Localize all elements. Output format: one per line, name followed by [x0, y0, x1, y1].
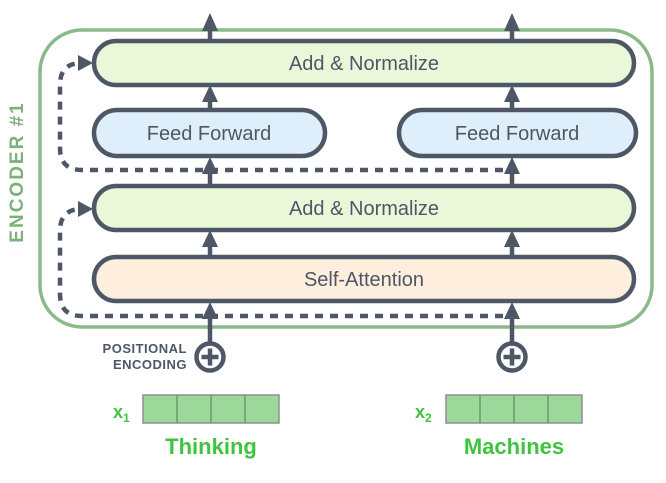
selfattn-to-addnorm-arrow-left	[202, 230, 218, 258]
addnorm-to-ff-arrow-right	[504, 157, 520, 187]
output-arrow-left	[202, 13, 218, 42]
add-normalize-top-box	[91, 38, 637, 88]
ff-to-addnorm-arrow-left	[202, 85, 218, 111]
feed-forward-right-label: Feed Forward	[455, 123, 580, 145]
selfattn-to-addnorm-arrow-right	[504, 230, 520, 258]
feed-forward-left-box	[91, 107, 328, 159]
residual-upper-arrowhead-icon	[78, 55, 93, 71]
plus-circle-icon-left	[194, 341, 226, 373]
x2-embedding-vector	[445, 394, 583, 424]
self-attention-label: Self-Attention	[304, 269, 424, 291]
residual-connection-lower	[57, 206, 503, 319]
x1-vector-label: x1	[113, 402, 130, 425]
token-label-machines: Machines	[464, 434, 564, 459]
positional-encoding-label-line1: POSITIONAL	[103, 341, 187, 356]
encoder-label: ENCODER #1	[7, 101, 28, 242]
add-normalize-mid-label: Add & Normalize	[289, 198, 439, 220]
input-arrow-right	[504, 302, 520, 344]
feed-forward-left-label: Feed Forward	[147, 123, 272, 145]
token-label-thinking: Thinking	[165, 434, 257, 459]
positional-encoding-label-line2: ENCODING	[113, 357, 187, 372]
x1-embedding-vector	[142, 394, 280, 424]
add-normalize-top-label: Add & Normalize	[289, 53, 439, 75]
addnorm-to-ff-arrow-left	[202, 157, 218, 187]
residual-connection-upper	[57, 60, 503, 173]
feed-forward-right-box	[396, 107, 639, 159]
encoder-container-border	[38, 28, 654, 329]
x2-vector-label: x2	[415, 402, 432, 425]
ff-to-addnorm-arrow-right	[504, 85, 520, 111]
add-normalize-mid-box	[91, 183, 637, 233]
self-attention-box	[91, 254, 637, 304]
plus-circle-icon-right	[496, 341, 528, 373]
output-arrow-right	[504, 13, 520, 42]
residual-lower-arrowhead-icon	[78, 201, 93, 217]
input-arrow-left	[202, 302, 218, 344]
